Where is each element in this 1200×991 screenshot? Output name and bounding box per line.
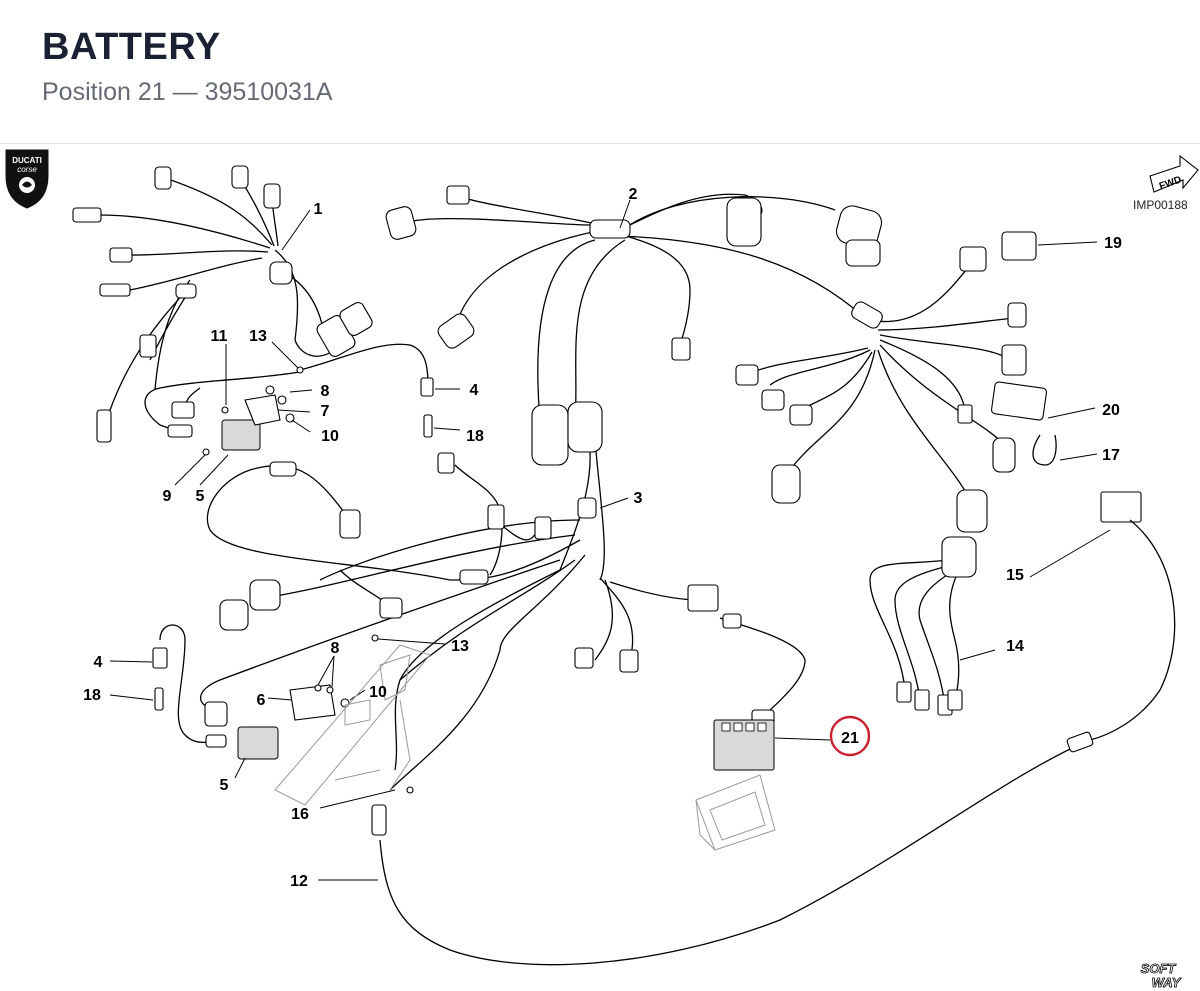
cable-12-15 — [318, 491, 1176, 966]
highlight-circle-21 — [829, 715, 871, 757]
logo-text-top: DUCATI — [12, 156, 42, 165]
callout-9[interactable]: 9 — [163, 488, 172, 505]
ignition-module-lower — [109, 624, 446, 809]
watermark-top: SOFT — [1141, 961, 1177, 976]
callout-16[interactable]: 16 — [291, 806, 309, 823]
page-header: BATTERY Position 21 — 39510031A — [0, 0, 1200, 140]
callout-8-upper[interactable]: 8 — [321, 383, 330, 400]
page-title: BATTERY — [42, 26, 221, 68]
callout-13-upper[interactable]: 13 — [249, 328, 267, 345]
wiring-diagram: DUCATI corse FWD IMP00188 — [5, 149, 1199, 991]
battery-tray — [695, 774, 776, 851]
callout-3[interactable]: 3 — [634, 490, 643, 507]
ducati-corse-logo: DUCATI corse — [5, 149, 49, 209]
harness-right-branch — [735, 231, 1098, 533]
callout-13-lower[interactable]: 13 — [451, 638, 469, 655]
callout-4-lower[interactable]: 4 — [94, 654, 103, 671]
callout-14[interactable]: 14 — [1006, 638, 1024, 655]
forward-arrow-icon: FWD — [1149, 154, 1199, 193]
callout-5-lower[interactable]: 5 — [220, 777, 229, 794]
ignition-cables-14 — [869, 536, 996, 716]
callout-6[interactable]: 6 — [257, 692, 266, 709]
callout-7[interactable]: 7 — [321, 403, 330, 420]
callout-20[interactable]: 20 — [1102, 402, 1120, 419]
callout-2[interactable]: 2 — [629, 186, 638, 203]
callout-12[interactable]: 12 — [290, 873, 308, 890]
callout-8-lower[interactable]: 8 — [331, 640, 340, 657]
softway-watermark: SOFT WAY — [1140, 961, 1182, 991]
callout-10-upper[interactable]: 10 — [321, 428, 339, 445]
callout-labels: 1 2 3 4 4 5 5 6 7 8 8 9 10 10 11 12 13 1… — [83, 186, 1122, 890]
harness-2 — [385, 185, 883, 466]
watermark-bottom: WAY — [1152, 975, 1182, 990]
drawing-code: IMP00188 — [1133, 198, 1188, 212]
callout-5-upper[interactable]: 5 — [196, 488, 205, 505]
callout-18-lower[interactable]: 18 — [83, 687, 101, 704]
callout-18-upper[interactable]: 18 — [466, 428, 484, 445]
logo-text-bottom: corse — [17, 165, 37, 174]
harness-1 — [72, 165, 429, 443]
callout-15[interactable]: 15 — [1006, 567, 1024, 584]
callout-4-upper[interactable]: 4 — [470, 382, 479, 399]
page-subtitle: Position 21 — 39510031A — [42, 78, 333, 106]
callout-1[interactable]: 1 — [314, 201, 323, 218]
callout-21[interactable]: 21 — [841, 730, 859, 747]
callout-11[interactable]: 11 — [211, 328, 228, 345]
callout-17[interactable]: 17 — [1102, 447, 1120, 464]
battery-part-21[interactable] — [713, 719, 775, 771]
callout-10-lower[interactable]: 10 — [369, 684, 387, 701]
header-divider — [0, 143, 1200, 144]
ignition-module-upper — [174, 341, 461, 486]
harness-3 — [199, 401, 831, 851]
callout-19[interactable]: 19 — [1104, 235, 1122, 252]
